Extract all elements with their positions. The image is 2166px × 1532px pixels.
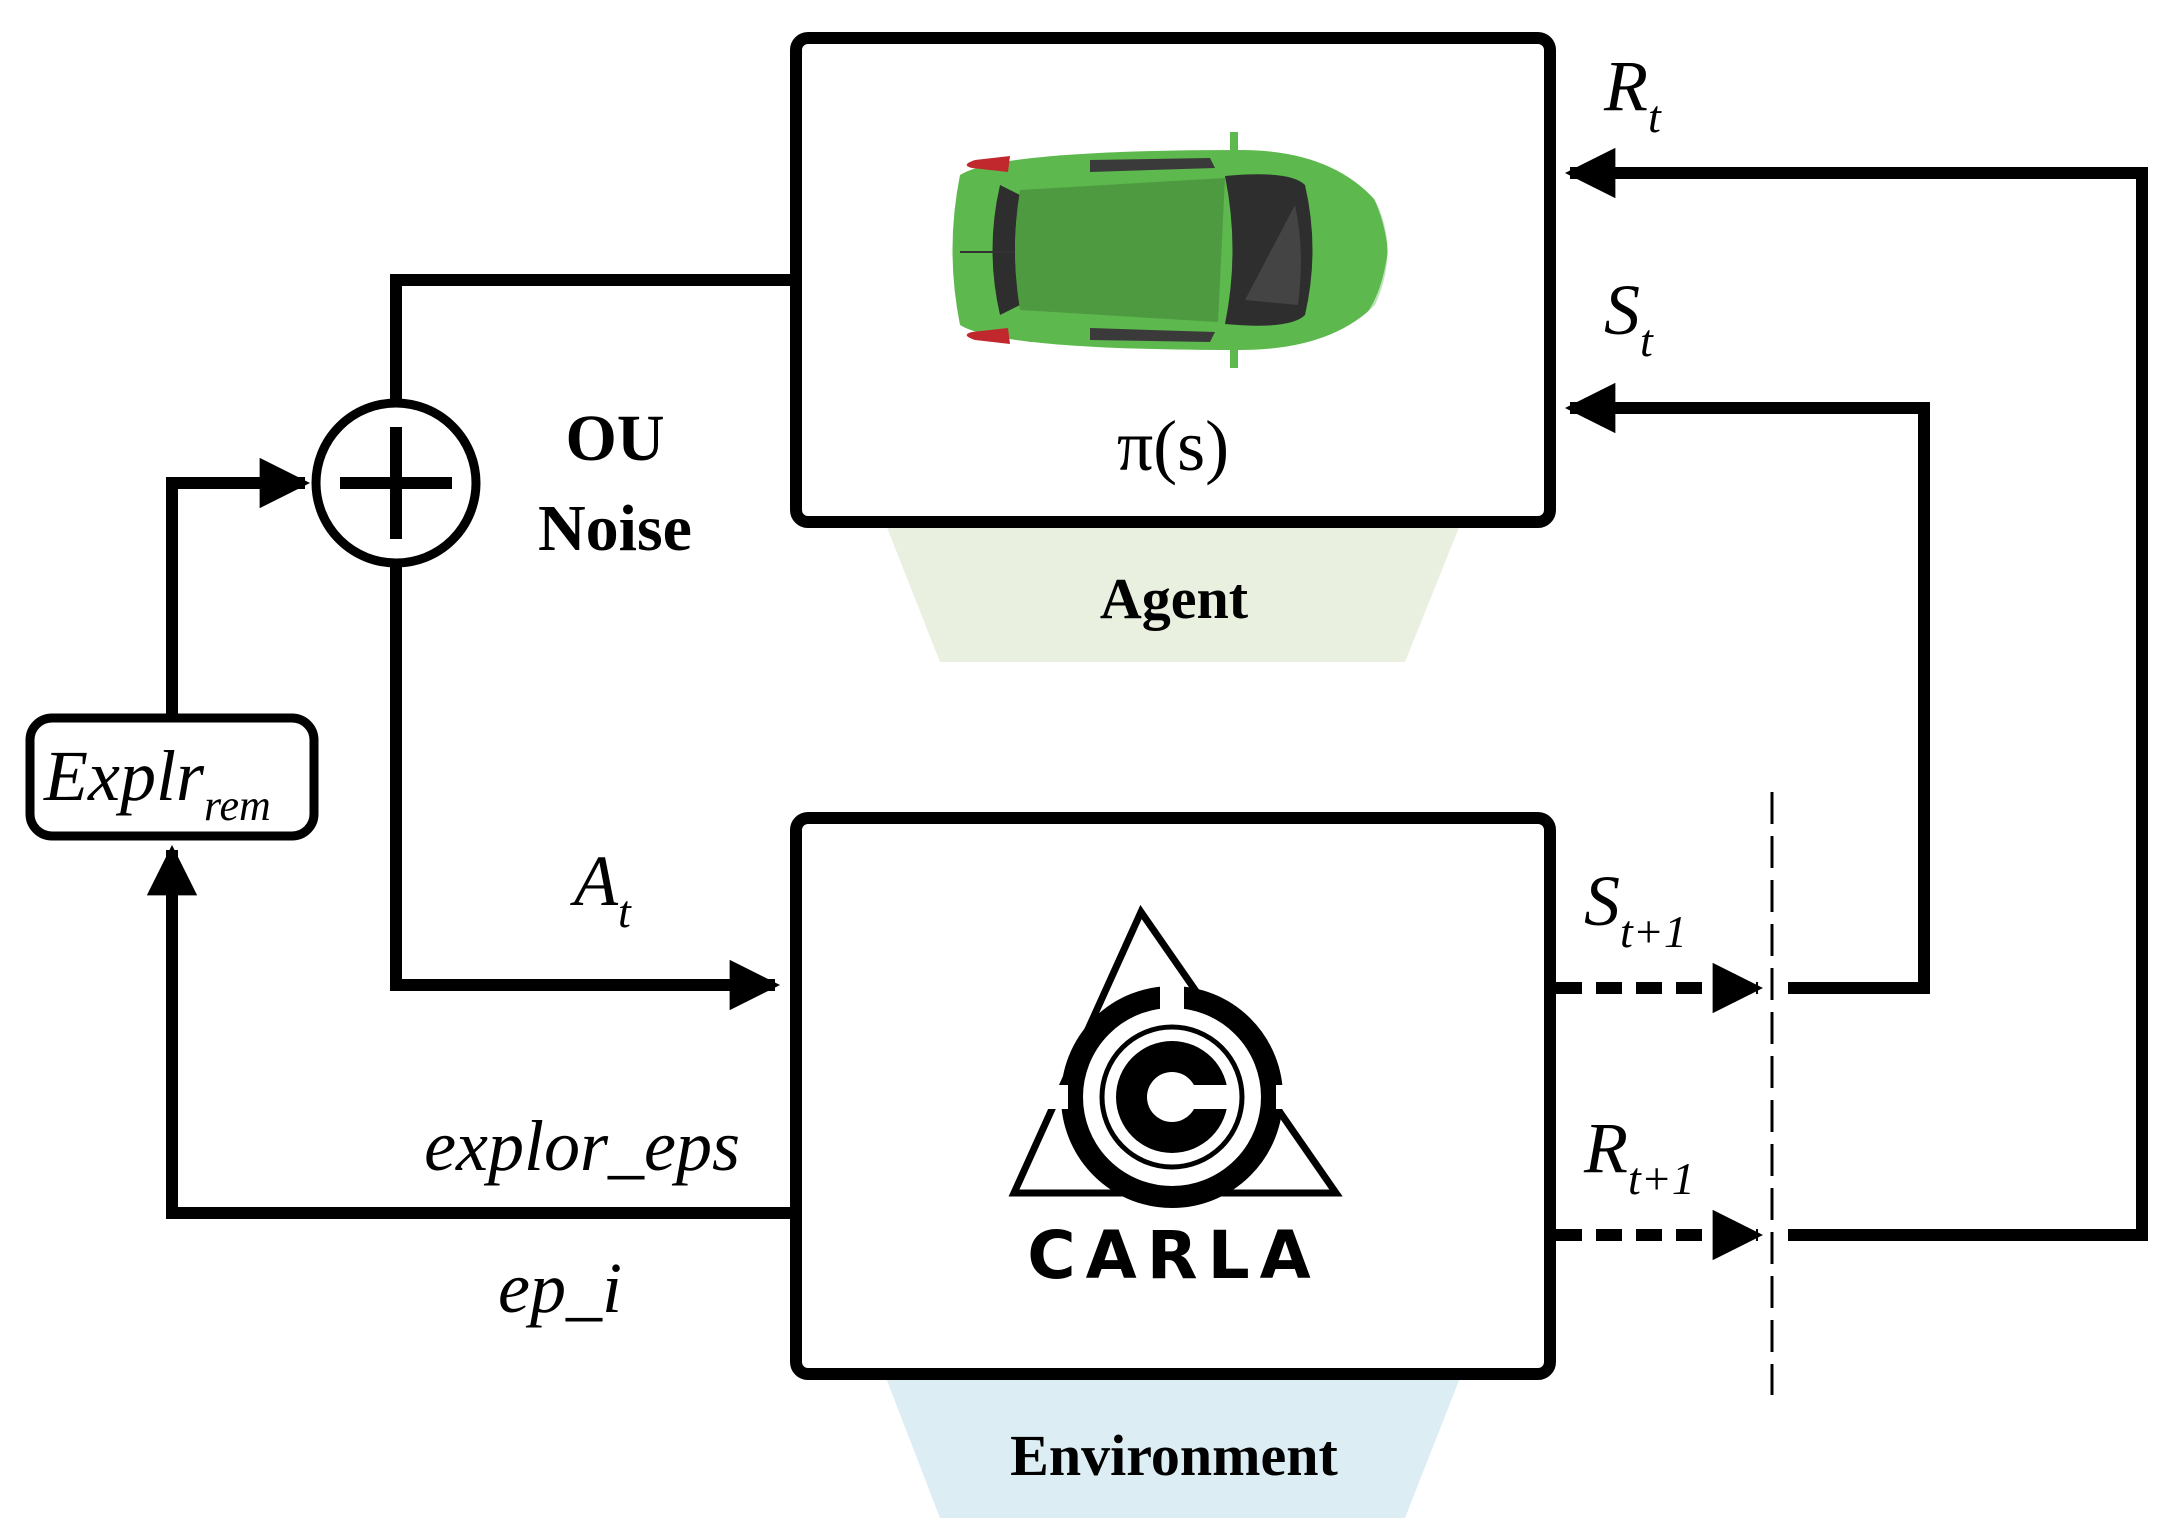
reward-label: Rt xyxy=(1603,46,1662,142)
agent-to-sum-line xyxy=(390,274,796,403)
action-label: At xyxy=(570,841,632,937)
car-icon xyxy=(952,132,1392,368)
state-feedback-line xyxy=(1564,382,1930,994)
noise-label-noise: Noise xyxy=(538,492,692,565)
state-label: St xyxy=(1604,270,1654,366)
agent-caption-bg xyxy=(886,525,1460,662)
ep-i-label: ep_i xyxy=(498,1248,622,1328)
carla-logo-icon xyxy=(1008,904,1343,1208)
explor-eps-label: explor_eps xyxy=(424,1106,740,1186)
explr-label-sub: rem xyxy=(204,781,271,830)
carla-logo-text: CARLA xyxy=(1027,1217,1320,1294)
agent-caption: Agent xyxy=(1100,566,1249,631)
next-state-label-main: S xyxy=(1584,861,1620,941)
state-label-sub: t xyxy=(1640,315,1654,366)
next-state-label: St+1 xyxy=(1584,861,1687,957)
explr-label-main: Explr xyxy=(43,736,205,816)
next-reward-label-main: R xyxy=(1583,1108,1628,1188)
reward-label-main: R xyxy=(1603,46,1648,126)
environment-caption: Environment xyxy=(1010,1423,1338,1488)
next-reward-label-sub: t+1 xyxy=(1628,1153,1695,1204)
action-label-main: A xyxy=(570,841,619,921)
state-label-main: S xyxy=(1604,270,1640,350)
explr-to-sum-line xyxy=(166,457,311,718)
policy-label: π(s) xyxy=(1117,406,1229,486)
next-state-label-sub: t+1 xyxy=(1620,906,1687,957)
reward-feedback-line xyxy=(1564,147,2148,1241)
explr-label: Explrrem xyxy=(43,736,271,830)
action-label-sub: t xyxy=(618,886,632,937)
reward-label-sub: t xyxy=(1648,91,1662,142)
environment-caption-bg xyxy=(886,1378,1460,1518)
noise-label-ou: OU xyxy=(566,402,665,475)
action-line xyxy=(390,563,781,1011)
env-to-explr-line xyxy=(146,844,796,1219)
next-reward-label: Rt+1 xyxy=(1583,1108,1695,1204)
